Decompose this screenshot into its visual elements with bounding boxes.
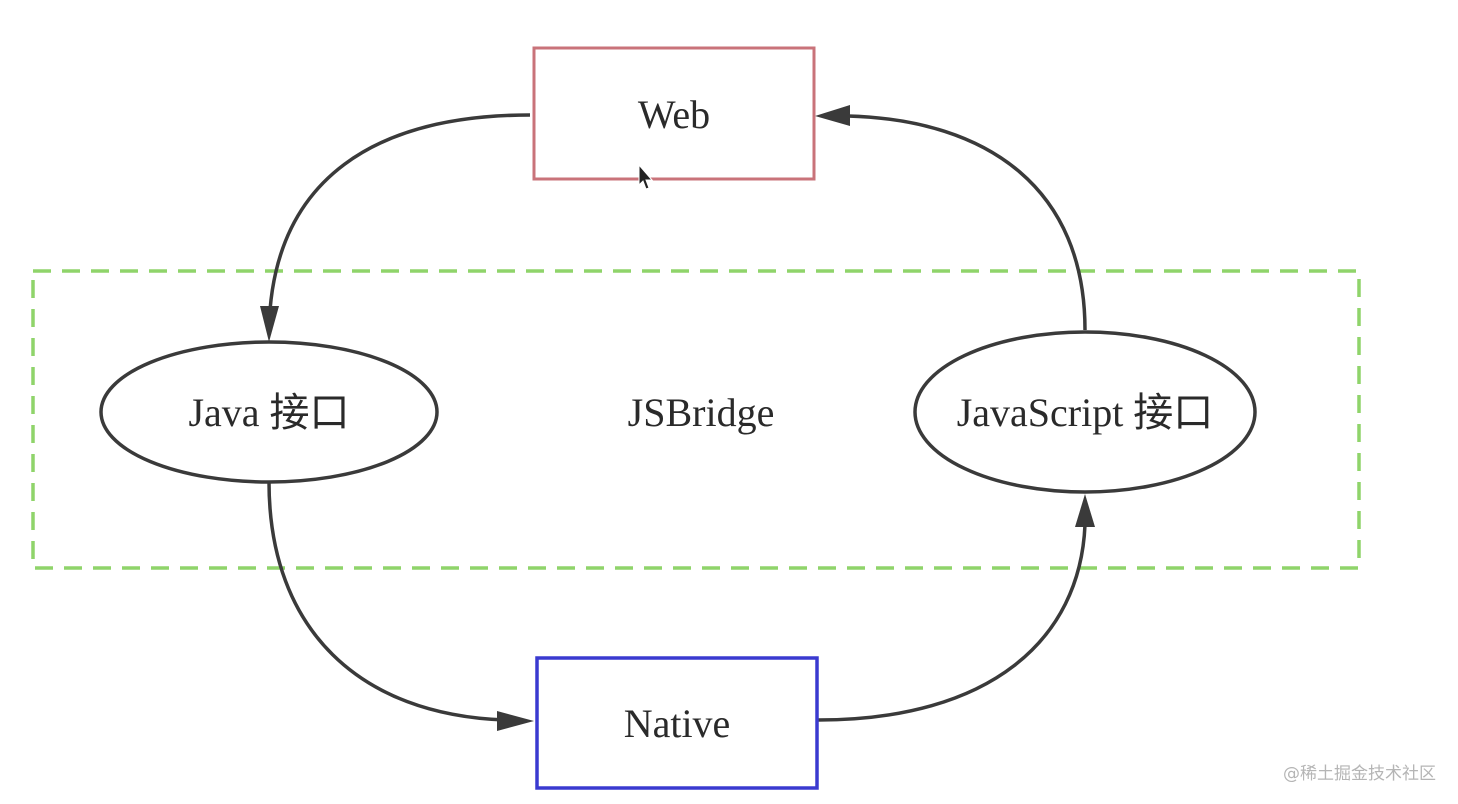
javascript-interface-node xyxy=(913,330,1257,494)
edge-java-interface-to-native xyxy=(267,481,506,722)
arrowhead-javascript-interface xyxy=(1075,494,1095,527)
edge-native-to-javascript-interface xyxy=(817,524,1087,722)
jsbridge-group-label: JSBridge xyxy=(628,390,775,435)
arrowhead-java-interface xyxy=(260,306,279,342)
edge-javascript-interface-to-web xyxy=(847,114,1087,331)
watermark: @稀土掘金技术社区 xyxy=(1283,764,1436,784)
native-node xyxy=(535,656,819,790)
java-interface-label: Java 接口 xyxy=(188,390,349,435)
arrowhead-native xyxy=(497,711,534,731)
java-interface-node xyxy=(99,340,439,484)
web-node-label: Web xyxy=(638,92,710,137)
arrowhead-web xyxy=(815,105,850,126)
javascript-interface-label: JavaScript 接口 xyxy=(957,390,1214,435)
edge-web-to-java-interface xyxy=(267,113,531,331)
mouse-pointer-icon xyxy=(638,163,654,190)
native-node-label: Native xyxy=(624,701,731,746)
web-node xyxy=(532,46,816,181)
